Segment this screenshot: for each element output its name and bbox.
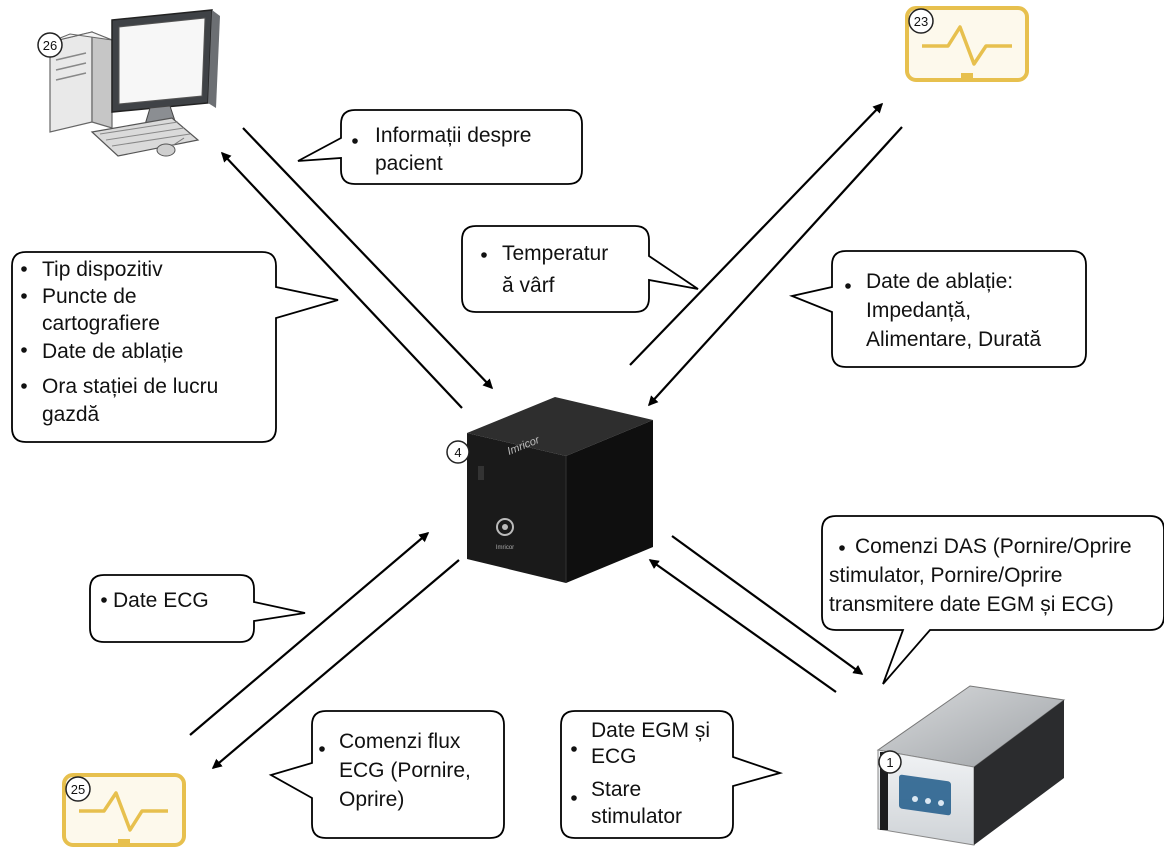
bubble-das-commands: Comenzi DAS (Pornire/Oprire stimulator, … <box>821 515 1164 685</box>
temperature-line-1: Temperatur <box>502 242 608 265</box>
egm-status-line-4: stimulator <box>591 805 682 828</box>
badge-computer: 26 <box>37 32 63 58</box>
badge-monitor-top: 23 <box>908 8 934 34</box>
arrow-to-das-box <box>671 535 864 675</box>
central-logo-text: Imricor <box>496 545 514 551</box>
desktop-computer-icon <box>49 9 220 157</box>
badge-monitor-bottom: 25 <box>65 776 91 802</box>
patient-info-line-1: Informații despre <box>375 124 531 147</box>
temperature-line-2: ă vârf <box>502 274 555 297</box>
workstation-item-1: Tip dispozitiv <box>42 258 163 281</box>
bubble-patient-info: Informații despre pacient <box>297 109 583 185</box>
patient-info-line-2: pacient <box>375 152 443 175</box>
das-commands-line-1: Comenzi DAS (Pornire/Oprire <box>855 535 1132 558</box>
badge-central: 4 <box>446 440 470 464</box>
bubble-ecg-flow: Comenzi flux ECG (Pornire, Oprire) <box>268 710 505 839</box>
das-commands-line-3: transmitere date EGM și ECG) <box>829 593 1114 616</box>
workstation-item-2b: cartografiere <box>42 312 160 335</box>
bubble-workstation-list: Tip dispozitiv Puncte de cartografiere D… <box>11 251 339 443</box>
ecg-data-text: Date ECG <box>113 589 209 612</box>
ecg-flow-line-3: Oprire) <box>339 788 404 811</box>
ablation-data-line-2: Impedanță, <box>866 299 971 322</box>
svg-text:25: 25 <box>71 782 85 797</box>
arrow-to-central-from-left <box>189 532 430 736</box>
ecg-flow-line-1: Comenzi flux <box>339 730 461 753</box>
bubble-temperature: Temperatur ă vârf <box>461 225 699 313</box>
egm-status-line-3: Stare <box>591 778 641 801</box>
arrow-to-monitor-bottom <box>211 559 460 769</box>
svg-text:1: 1 <box>886 755 893 770</box>
waveform-monitor-icon <box>905 6 1029 82</box>
bubble-ecg-data: Date ECG <box>89 574 306 643</box>
das-box-device <box>876 685 1066 846</box>
workstation-item-3: Date de ablație <box>42 340 183 363</box>
bubble-egm-status: Date EGM și ECG Stare stimulator <box>560 710 784 839</box>
arrow-to-computer <box>220 151 463 409</box>
workstation-item-4: Ora stației de lucru <box>42 375 218 398</box>
arrow-from-computer <box>242 127 494 390</box>
ecg-flow-line-2: ECG (Pornire, <box>339 759 471 782</box>
svg-text:23: 23 <box>914 14 928 29</box>
arrow-to-monitor-top <box>629 102 884 366</box>
workstation-item-2: Puncte de <box>42 285 137 308</box>
bubble-ablation-data: Date de ablație: Impedanță, Alimentare, … <box>788 250 1087 368</box>
egm-status-line-2: ECG <box>591 745 637 768</box>
svg-text:26: 26 <box>43 38 57 53</box>
das-commands-line-2: stimulator, Pornire/Oprire <box>829 564 1062 587</box>
ablation-data-line-3: Alimentare, Durată <box>866 328 1041 351</box>
waveform-monitor-icon <box>62 773 186 847</box>
arrow-from-das-box <box>648 559 837 693</box>
svg-text:4: 4 <box>454 445 461 460</box>
central-unit-device: Imricor Imricor <box>467 397 653 583</box>
workstation-item-4b: gazdă <box>42 403 100 426</box>
arrow-from-monitor-top <box>647 126 903 407</box>
ablation-data-line-1: Date de ablație: <box>866 270 1013 293</box>
egm-status-line-1: Date EGM și <box>591 719 710 742</box>
arrows <box>189 102 903 769</box>
badge-das-box: 1 <box>878 750 902 774</box>
